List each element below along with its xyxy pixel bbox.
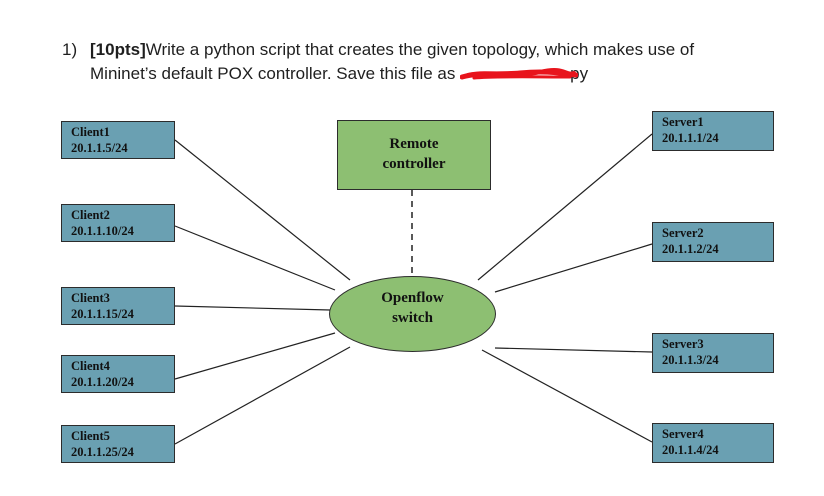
controller-label-line2: controller <box>382 156 446 172</box>
client-node: Client3 20.1.1.15/24 <box>61 287 175 325</box>
openflow-switch: Openflow switch <box>329 276 496 352</box>
client-ip: 20.1.1.10/24 <box>71 224 134 238</box>
file-extension: py <box>570 64 589 83</box>
question-line2-text: Mininet’s default POX controller. Save t… <box>90 64 456 83</box>
client-name: Client1 <box>71 125 110 139</box>
switch-label-line2: switch <box>392 310 433 326</box>
client-name: Client3 <box>71 291 110 305</box>
server-ip: 20.1.1.1/24 <box>662 131 719 145</box>
client-name: Client2 <box>71 208 110 222</box>
server-name: Server2 <box>662 226 704 240</box>
server-ip: 20.1.1.2/24 <box>662 242 719 256</box>
server-name: Server1 <box>662 115 704 129</box>
server-node: Server2 20.1.1.2/24 <box>652 222 774 262</box>
client-node: Client5 20.1.1.25/24 <box>61 425 175 463</box>
link-client1 <box>174 139 351 281</box>
server-node: Server4 20.1.1.4/24 <box>652 423 774 463</box>
link-client3 <box>174 305 331 311</box>
link-client2 <box>174 225 336 291</box>
client-ip: 20.1.1.15/24 <box>71 307 134 321</box>
remote-controller: Remote controller <box>337 120 491 190</box>
client-name: Client4 <box>71 359 110 373</box>
server-name: Server3 <box>662 337 704 351</box>
question-number: 1) <box>62 40 78 59</box>
link-server4 <box>481 349 653 443</box>
link-client4 <box>174 332 336 380</box>
switch-label-line1: Openflow <box>381 290 444 306</box>
server-name: Server4 <box>662 427 704 441</box>
question-text: 1) [10pts]Write a python script that crea… <box>62 38 812 86</box>
controller-label-line1: Remote <box>389 136 439 152</box>
client-node: Client1 20.1.1.5/24 <box>61 121 175 159</box>
question-line-1: 1) [10pts]Write a python script that crea… <box>62 38 812 62</box>
question-points: [10pts] <box>90 40 146 59</box>
client-ip: 20.1.1.20/24 <box>71 375 134 389</box>
question-line1-text: Write a python script that creates the g… <box>145 40 695 59</box>
link-server2 <box>494 243 653 293</box>
link-server3 <box>494 347 653 353</box>
redacted-filename <box>460 66 579 84</box>
client-name: Client5 <box>71 429 110 443</box>
server-ip: 20.1.1.4/24 <box>662 443 719 457</box>
server-ip: 20.1.1.3/24 <box>662 353 719 367</box>
server-node: Server1 20.1.1.1/24 <box>652 111 774 151</box>
question-line-2: Mininet’s default POX controller. Save t… <box>62 62 812 86</box>
link-server1 <box>477 133 653 281</box>
client-ip: 20.1.1.25/24 <box>71 445 134 459</box>
client-node: Client2 20.1.1.10/24 <box>61 204 175 242</box>
link-client5 <box>174 346 351 445</box>
client-ip: 20.1.1.5/24 <box>71 141 128 155</box>
server-node: Server3 20.1.1.3/24 <box>652 333 774 373</box>
client-node: Client4 20.1.1.20/24 <box>61 355 175 393</box>
